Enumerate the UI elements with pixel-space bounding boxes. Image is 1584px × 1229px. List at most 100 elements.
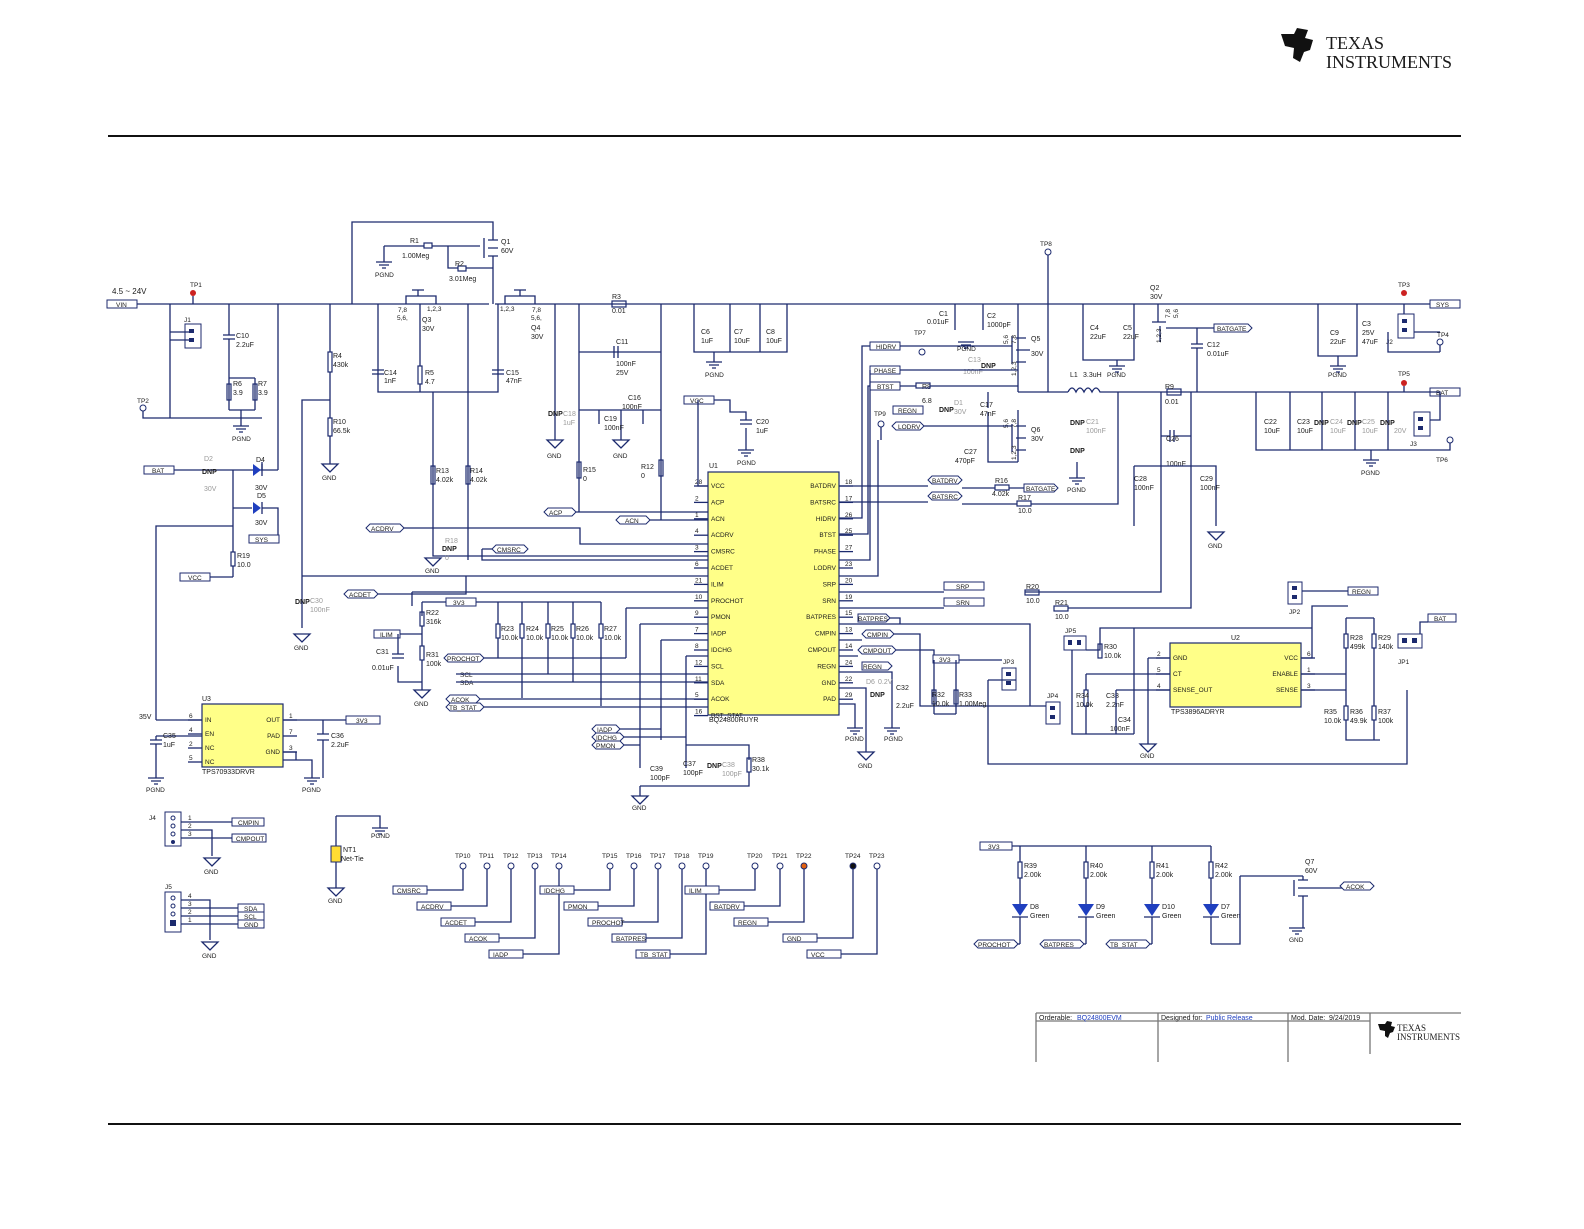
- svg-text:PMON: PMON: [568, 904, 588, 911]
- svg-text:C15: C15: [506, 370, 519, 377]
- testpoint-tp3: TP3: [1398, 282, 1410, 296]
- svg-text:22uF: 22uF: [1123, 334, 1139, 341]
- svg-text:ACN: ACN: [625, 518, 639, 525]
- svg-text:1,2,3: 1,2,3: [1011, 445, 1018, 460]
- svg-text:2: 2: [188, 909, 192, 916]
- svg-text:4.02k: 4.02k: [470, 477, 488, 484]
- gnd-symbol-c20: PGND: [737, 449, 756, 467]
- svg-text:SYS: SYS: [255, 537, 269, 544]
- svg-text:1uF: 1uF: [756, 428, 768, 435]
- svg-text:4.02k: 4.02k: [436, 477, 454, 484]
- ic-u1: U1 BQ24800RUYR 28VCC2ACP1ACN4ACDRV3CMSRC…: [694, 463, 853, 724]
- cmsrc-tag-tp: CMSRC: [392, 885, 428, 895]
- svg-text:GND: GND: [425, 568, 440, 575]
- svg-text:PGND: PGND: [302, 787, 321, 794]
- svg-text:30V: 30V: [255, 485, 268, 492]
- svg-text:ENABLE: ENABLE: [1272, 671, 1298, 678]
- svg-text:16: 16: [695, 709, 703, 716]
- svg-text:C18: C18: [563, 411, 576, 418]
- btst-tag: BTST: [869, 381, 901, 391]
- svg-text:R1: R1: [410, 238, 419, 245]
- svg-text:4: 4: [695, 528, 699, 535]
- svg-text:0: 0: [583, 476, 587, 483]
- svg-text:REGN: REGN: [1352, 589, 1371, 596]
- svg-text:BQ24800RUYR: BQ24800RUYR: [709, 717, 758, 724]
- svg-text:10uF: 10uF: [734, 338, 750, 345]
- svg-text:0.01: 0.01: [612, 308, 626, 315]
- gnd-symbol-r1: PGND: [375, 261, 394, 279]
- svg-text:C6: C6: [701, 329, 710, 336]
- svg-text:35V: 35V: [139, 714, 152, 721]
- svg-text:66.5k: 66.5k: [333, 428, 351, 435]
- svg-text:JP3: JP3: [1003, 659, 1015, 666]
- svg-text:GND: GND: [294, 645, 309, 652]
- svg-text:SDA: SDA: [244, 906, 258, 913]
- svg-text:1.00Meg: 1.00Meg: [402, 253, 429, 260]
- svg-text:DNP: DNP: [1347, 420, 1362, 427]
- svg-text:1uF: 1uF: [563, 420, 575, 427]
- svg-text:IADP: IADP: [711, 631, 726, 638]
- batdrv-tag-tp: BATDRV: [709, 901, 745, 911]
- svg-text:TB_STAT: TB_STAT: [449, 705, 477, 712]
- tbstat-tag: TB_STAT: [445, 702, 485, 712]
- svg-text:SCL: SCL: [711, 663, 724, 670]
- title-designed-label: Designed for:: [1161, 1015, 1203, 1022]
- svg-text:C22: C22: [1264, 419, 1277, 426]
- svg-text:R12: R12: [641, 464, 654, 471]
- svg-text:7,8: 7,8: [1011, 419, 1018, 428]
- svg-text:1.00Meg: 1.00Meg: [959, 701, 986, 708]
- svg-text:25: 25: [845, 528, 853, 535]
- mosfet-q2: Q2 30V 1,2,3 7,8 5,6: [1150, 285, 1216, 343]
- svg-text:0.01: 0.01: [1165, 399, 1179, 406]
- svg-text:JP4: JP4: [1047, 693, 1059, 700]
- svg-text:30V: 30V: [422, 326, 435, 333]
- svg-text:Green: Green: [1096, 913, 1116, 920]
- svg-text:7,8: 7,8: [398, 307, 407, 314]
- svg-text:BAT: BAT: [152, 468, 164, 475]
- svg-text:2: 2: [189, 741, 193, 748]
- svg-text:TP17: TP17: [650, 853, 666, 860]
- svg-text:25V: 25V: [616, 370, 629, 377]
- svg-text:GND: GND: [244, 922, 259, 929]
- svg-text:R10: R10: [333, 419, 346, 426]
- svg-text:D7: D7: [1221, 904, 1230, 911]
- title-block: Orderable: BQ24800EVM Designed for: Publ…: [1035, 1012, 1461, 1062]
- jumper-jp3: JP3: [1001, 659, 1017, 691]
- svg-text:TP4: TP4: [1437, 332, 1449, 339]
- pmon-tag-tp: PMON: [563, 901, 599, 911]
- gnd-symbol-c32: PGND: [884, 727, 903, 743]
- cmsrc-tag: CMSRC: [491, 544, 529, 554]
- svg-text:REGN: REGN: [817, 663, 836, 670]
- svg-text:TP12: TP12: [503, 853, 519, 860]
- svg-text:R42: R42: [1215, 863, 1228, 870]
- 3v3-tag-u3: 3V3: [345, 715, 381, 725]
- svg-text:ACN: ACN: [711, 516, 725, 523]
- gnd-symbol-c35: PGND: [146, 777, 165, 794]
- svg-text:PGND: PGND: [737, 460, 756, 467]
- svg-text:14: 14: [845, 643, 853, 650]
- svg-text:R29: R29: [1378, 635, 1391, 642]
- svg-text:R37: R37: [1378, 709, 1391, 716]
- svg-text:C28: C28: [1134, 476, 1147, 483]
- svg-text:6.8: 6.8: [922, 398, 932, 405]
- svg-text:4: 4: [188, 893, 192, 900]
- svg-text:J4: J4: [149, 815, 156, 822]
- svg-text:1uF: 1uF: [701, 338, 713, 345]
- svg-text:100pF: 100pF: [683, 770, 703, 777]
- svg-text:1,2,3: 1,2,3: [500, 306, 515, 313]
- svg-text:R4: R4: [333, 353, 342, 360]
- gnd-symbol-c18: GND: [545, 439, 565, 460]
- batpres-tag: BATPRES: [857, 613, 891, 623]
- svg-text:GND: GND: [632, 805, 647, 812]
- svg-text:C14: C14: [384, 370, 397, 377]
- svg-text:REGN: REGN: [738, 920, 757, 927]
- testpoint-tp1: TP1: [190, 282, 202, 304]
- svg-text:R5: R5: [425, 370, 434, 377]
- ti-logo-line1: TEXAS: [1326, 33, 1384, 53]
